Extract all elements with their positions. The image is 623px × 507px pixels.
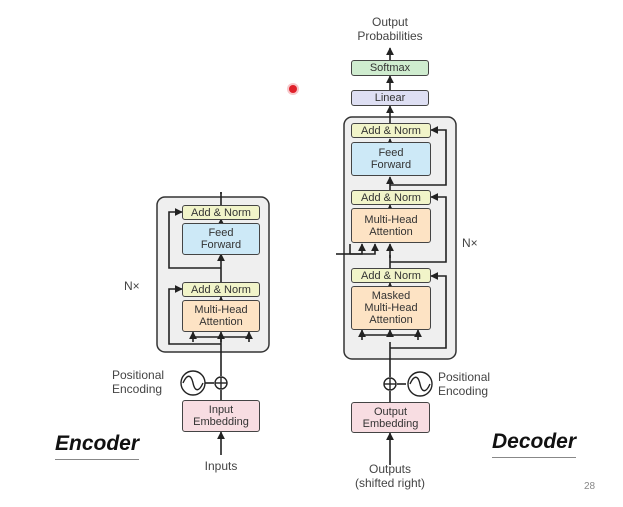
decoder-add-norm-3: Add & Norm: [351, 123, 431, 138]
encoder-positional-wave-icon: [180, 370, 206, 396]
decoder-title: Decoder: [492, 430, 577, 458]
decoder-repeat-label: N×: [462, 236, 478, 250]
page-number: 28: [584, 481, 596, 492]
encoder-add-symbol: [214, 376, 228, 390]
decoder-add-norm-1: Add & Norm: [351, 268, 431, 283]
encoder-add-norm-2: Add & Norm: [182, 205, 260, 220]
output-probabilities-label: Output Probabilities: [357, 15, 423, 43]
decoder-add-norm-2: Add & Norm: [351, 190, 431, 205]
encoder-multi-head-attention: Multi-Head Attention: [182, 300, 260, 332]
decoder-multi-head-attention: Multi-Head Attention: [351, 208, 431, 243]
encoder-title: Encoder: [55, 432, 140, 460]
encoder-input-embedding: Input Embedding: [182, 400, 260, 432]
decoder-masked-multi-head-attention: Masked Multi-Head Attention: [351, 286, 431, 330]
decoder-positional-encoding-label: Positional Encoding: [438, 370, 491, 398]
encoder-add-norm-1: Add & Norm: [182, 282, 260, 297]
decoder-positional-wave-icon: [407, 371, 433, 397]
encoder-repeat-label: N×: [124, 279, 140, 293]
softmax-block: Softmax: [351, 60, 429, 76]
encoder-inputs-label: Inputs: [204, 459, 238, 473]
encoder-feed-forward: Feed Forward: [182, 223, 260, 255]
linear-block: Linear: [351, 90, 429, 106]
decoder-feed-forward: Feed Forward: [351, 142, 431, 176]
decoder-add-symbol: [383, 377, 397, 391]
decoder-outputs-label: Outputs (shifted right): [354, 462, 426, 490]
laser-pointer-dot: [289, 85, 297, 93]
encoder-positional-encoding-label: Positional Encoding: [112, 368, 165, 396]
decoder-output-embedding: Output Embedding: [351, 402, 430, 433]
